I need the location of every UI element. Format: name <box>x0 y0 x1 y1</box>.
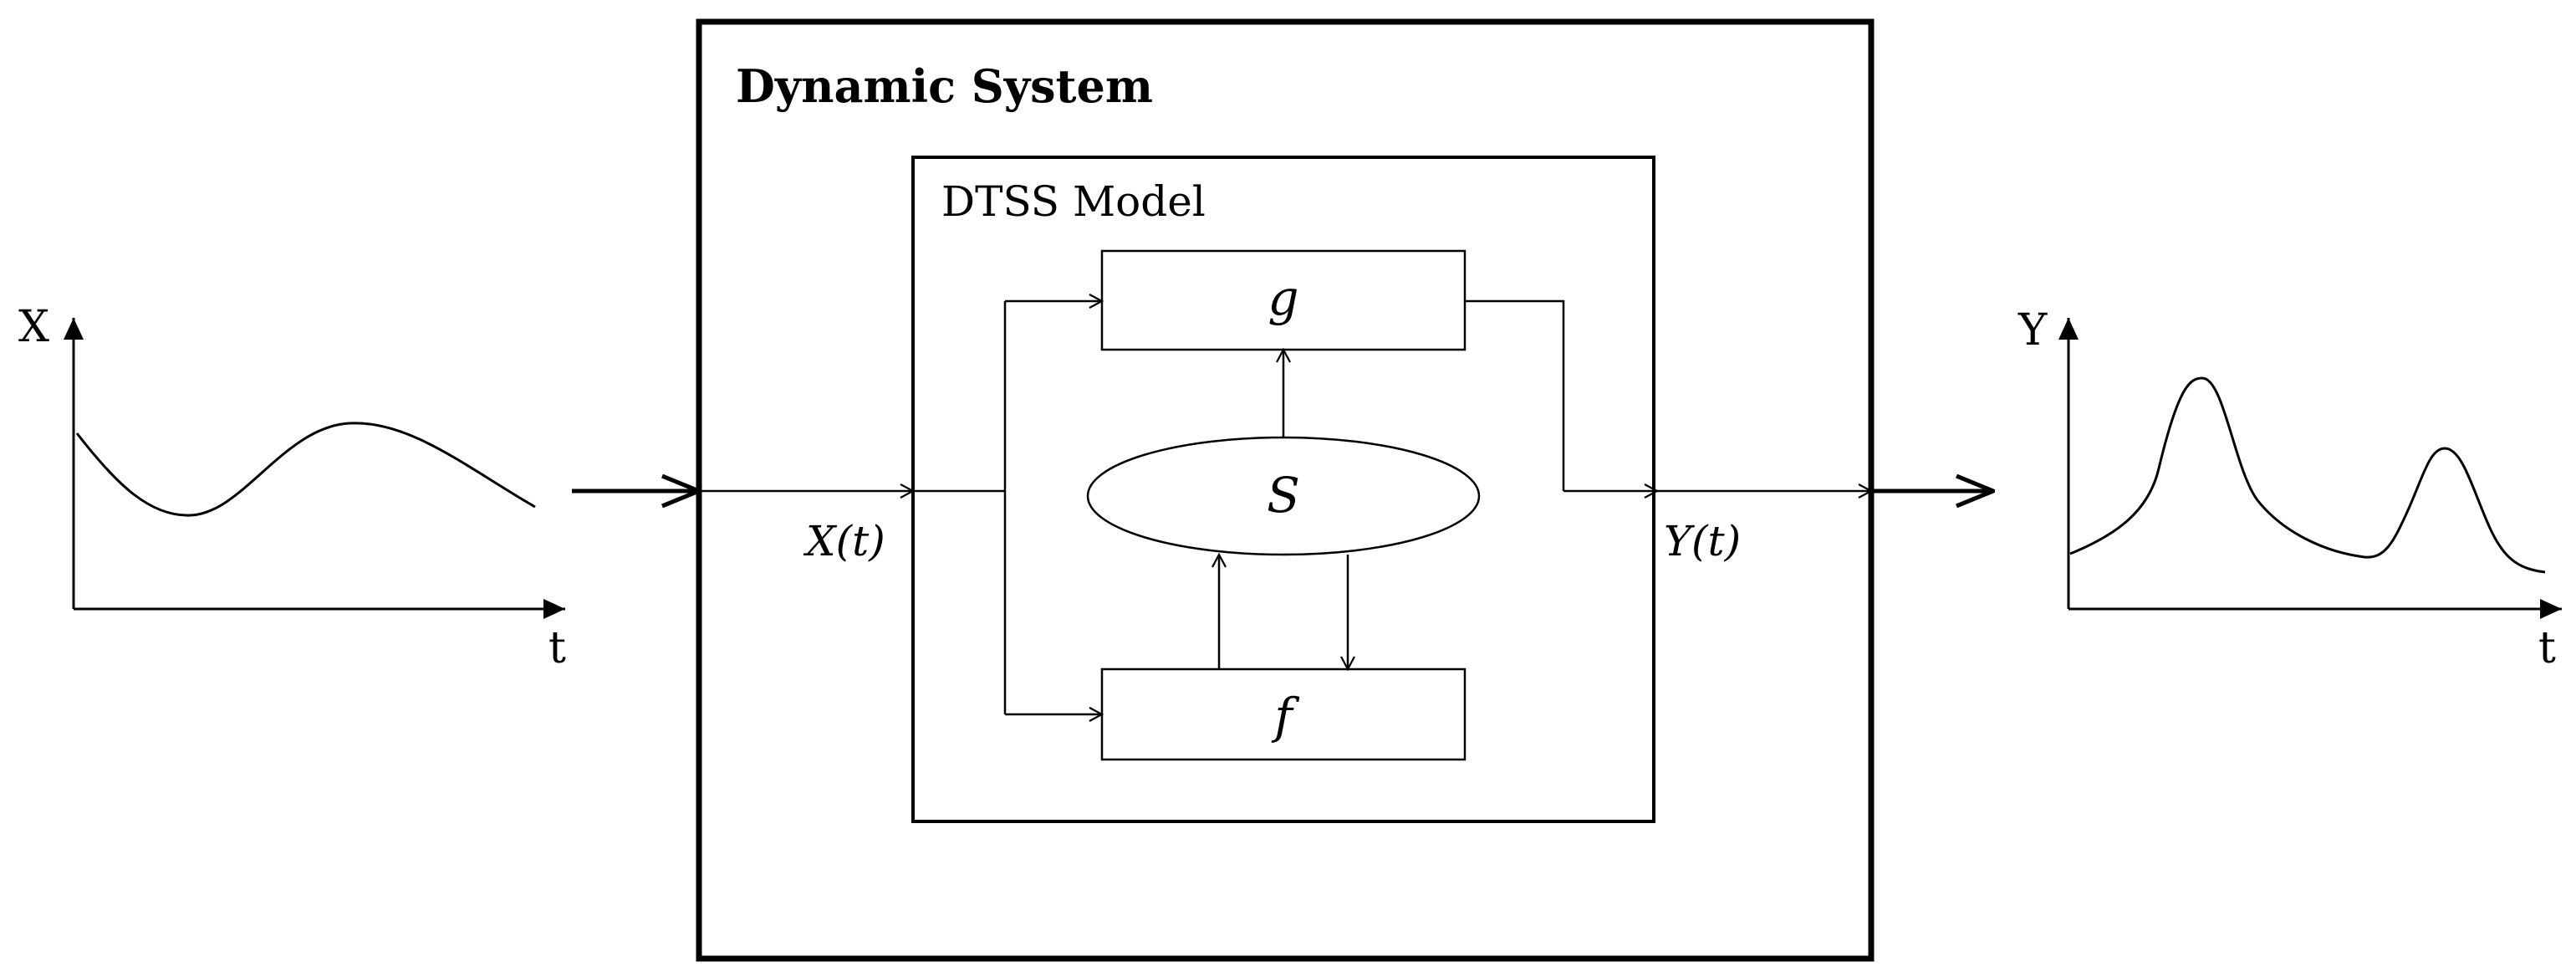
state-ellipse: S <box>1086 436 1481 556</box>
input-plot-x-label: t <box>548 623 566 673</box>
dynamic-system-title: Dynamic System <box>736 59 1153 113</box>
output-plot-y-label: Y <box>2017 305 2048 356</box>
input-signal-curve <box>75 422 536 517</box>
output-plot-x-label: t <box>2538 623 2556 673</box>
input-signal-label: X(t) <box>803 517 885 565</box>
dtss-model-title: DTSS Model <box>941 177 1206 226</box>
g-label: g <box>1268 269 1298 326</box>
output-function-g-box: g <box>1100 249 1467 351</box>
g-output-wiring <box>1465 299 1657 491</box>
input-split-wiring <box>913 301 1102 714</box>
f-label: f <box>1271 688 1300 744</box>
input-plot: X t <box>18 302 566 673</box>
input-plot-y-label: X <box>18 302 49 352</box>
output-signal-label: Y(t) <box>1664 517 1741 565</box>
state-label: S <box>1267 467 1300 524</box>
output-signal-curve <box>2069 376 2546 574</box>
transition-function-f-box: f <box>1100 668 1467 761</box>
output-plot: Y t <box>2017 305 2562 673</box>
